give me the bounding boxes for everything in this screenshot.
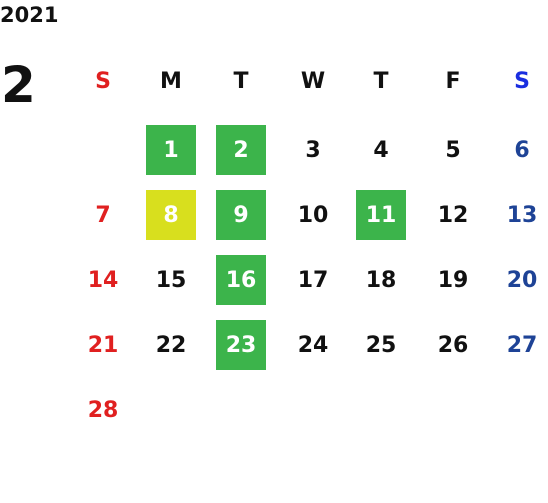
day-cell-11[interactable]: 11 <box>356 190 406 240</box>
day-cell-19[interactable]: 19 <box>437 267 469 293</box>
day-cell-7[interactable]: 7 <box>95 202 111 228</box>
day-cell-12[interactable]: 12 <box>437 202 469 228</box>
weekday-header-sat: S <box>514 68 530 94</box>
day-cell-27[interactable]: 27 <box>506 332 538 358</box>
day-cell-23[interactable]: 23 <box>216 320 266 370</box>
weekday-header-wed: W <box>300 68 326 94</box>
day-cell-15[interactable]: 15 <box>155 267 187 293</box>
weekday-header-sun: S <box>95 68 111 94</box>
day-cell-26[interactable]: 26 <box>437 332 469 358</box>
day-cell-17[interactable]: 17 <box>297 267 329 293</box>
day-cell-18[interactable]: 18 <box>365 267 397 293</box>
month-label: 2 <box>1 56 36 114</box>
day-cell-6[interactable]: 6 <box>514 137 530 163</box>
day-cell-14[interactable]: 14 <box>87 267 119 293</box>
day-cell-21[interactable]: 21 <box>87 332 119 358</box>
day-cell-28[interactable]: 28 <box>87 397 119 423</box>
weekday-header-tue: T <box>233 68 249 94</box>
weekday-header-mon: M <box>160 68 182 94</box>
day-cell-9[interactable]: 9 <box>216 190 266 240</box>
day-cell-8[interactable]: 8 <box>146 190 196 240</box>
day-cell-1[interactable]: 1 <box>146 125 196 175</box>
weekday-header-fri: F <box>445 68 461 94</box>
day-cell-10[interactable]: 10 <box>297 202 329 228</box>
day-cell-22[interactable]: 22 <box>155 332 187 358</box>
day-cell-3[interactable]: 3 <box>305 137 321 163</box>
year-label: 2021 <box>0 3 59 27</box>
weekday-header-thu: T <box>373 68 389 94</box>
day-cell-16[interactable]: 16 <box>216 255 266 305</box>
day-cell-4[interactable]: 4 <box>373 137 389 163</box>
day-cell-20[interactable]: 20 <box>506 267 538 293</box>
day-cell-2[interactable]: 2 <box>216 125 266 175</box>
day-cell-24[interactable]: 24 <box>297 332 329 358</box>
day-cell-13[interactable]: 13 <box>506 202 538 228</box>
day-cell-5[interactable]: 5 <box>445 137 461 163</box>
day-cell-25[interactable]: 25 <box>365 332 397 358</box>
